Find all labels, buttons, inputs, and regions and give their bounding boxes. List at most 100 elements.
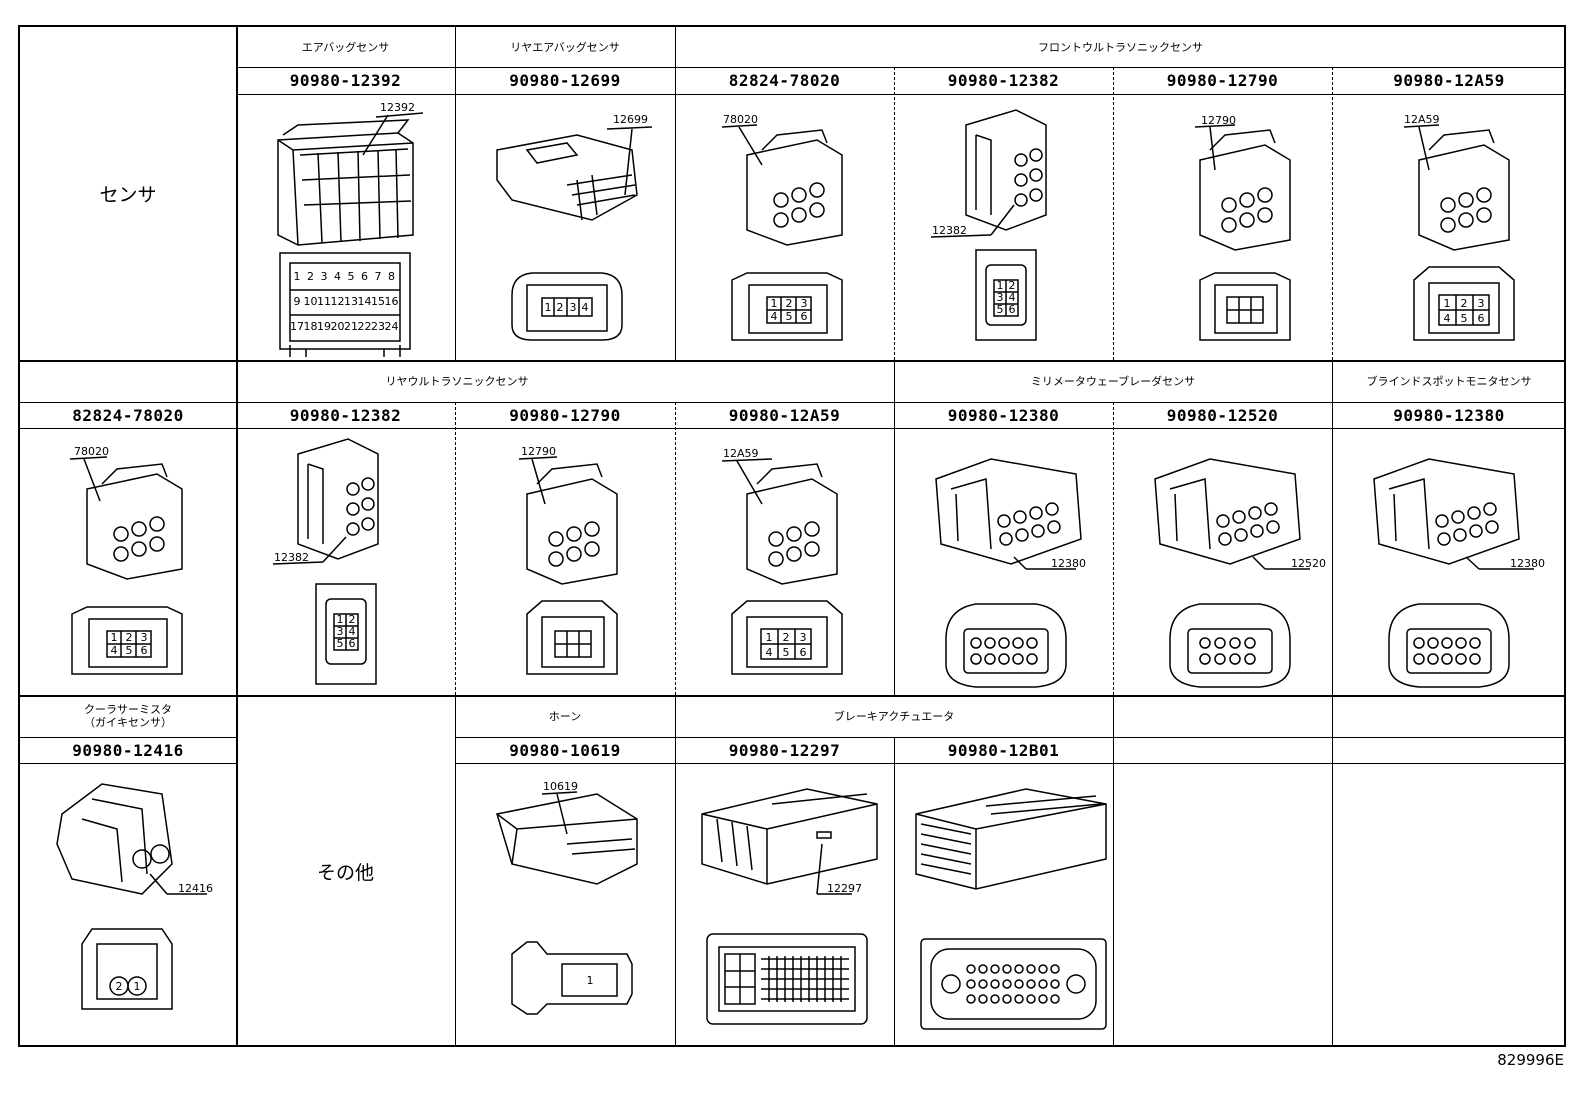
connector-drawing: 12380: [896, 429, 1112, 694]
pin-number: 3: [337, 625, 344, 638]
connector-drawing: 12382 1 2 3 4 5 6: [238, 429, 454, 694]
pin-number: 1: [111, 631, 118, 644]
part-number: 90980-12790: [1166, 71, 1279, 90]
callout-label: 12790: [521, 445, 556, 458]
callout-label: 12790: [1201, 114, 1236, 127]
callout-label: 10619: [543, 780, 578, 793]
group-label: ミリメータウェーブレーダセンサ: [1030, 374, 1196, 388]
pin-number: 4: [349, 625, 356, 638]
pin-number: 17: [290, 320, 304, 333]
group-label: リヤエアバッグセンサ: [510, 40, 620, 54]
pin-number: 1: [997, 279, 1004, 292]
pin-number: 2: [786, 297, 793, 310]
part-number: 82824-78020: [72, 405, 184, 425]
pin-number: 3: [800, 631, 807, 644]
pin-number: 9: [294, 295, 301, 308]
connector-drawing: 12380: [1334, 429, 1566, 694]
pin-number: 5: [786, 310, 793, 323]
grid-line: [455, 695, 456, 1047]
part-number: 90980-12382: [947, 71, 1060, 90]
pin-number: 6: [1478, 312, 1485, 325]
callout-label: 12380: [1510, 557, 1545, 570]
pin-number: 24: [385, 320, 399, 333]
grid-line: [455, 402, 456, 695]
group-label: リヤウルトラソニックセンサ: [385, 374, 529, 388]
connector-drawing: 12699 1 2 3 4: [457, 95, 673, 359]
pin-number: 1: [545, 301, 552, 314]
pin-number: 4: [766, 646, 773, 659]
callout-label: 12520: [1291, 557, 1326, 570]
pin-number: 15: [371, 295, 385, 308]
pin-number: 22: [358, 320, 372, 333]
pin-number: 5: [126, 644, 133, 657]
part-number: 90980-12380: [947, 405, 1060, 425]
pin-number: 11: [317, 295, 331, 308]
part-number: 90980-12A59: [1393, 71, 1505, 90]
connector-drawing: 78020 1 2 3 4 5 6: [677, 95, 893, 359]
pin-number: 1: [1444, 297, 1451, 310]
grid-line: [236, 27, 238, 1047]
pin-number: 14: [358, 295, 372, 308]
pin-number: 4: [111, 644, 118, 657]
group-label: ブラインドスポットモニタセンサ: [1366, 374, 1532, 388]
pin-number: 6: [1009, 303, 1016, 316]
part-number: 90980-12392: [289, 71, 402, 90]
pin-number: 6: [800, 646, 807, 659]
connector-drawing: 12A59 1 2 3 4 5 6: [1334, 95, 1566, 359]
pin-number: 4: [334, 270, 341, 283]
grid-line: [20, 360, 1566, 362]
category-label-sensor: センサ: [99, 184, 157, 206]
part-number: 90980-12B01: [947, 740, 1060, 760]
pin-number: 1: [337, 613, 344, 626]
pin-number: 2: [116, 980, 123, 993]
callout-label: 12392: [380, 101, 415, 114]
grid-line: [1113, 402, 1114, 695]
pin-number: 1: [294, 270, 301, 283]
pin-number: 2: [349, 613, 356, 626]
grid-line: [455, 737, 1566, 738]
pin-number: 1: [771, 297, 778, 310]
pin-number: 12: [331, 295, 345, 308]
callout-label: 12A59: [723, 447, 759, 460]
connector-drawing: 12416 2 1: [22, 764, 236, 1047]
connector-drawing: 12382 1 2 3 4 5 6: [896, 95, 1112, 359]
connector-drawing: 10619 1: [457, 764, 673, 1047]
pin-number: 8: [388, 270, 395, 283]
part-number: 90980-10619: [509, 740, 621, 760]
connector-drawing: 12297: [677, 764, 893, 1047]
grid-line: [894, 360, 895, 695]
pin-number: 2: [1461, 297, 1468, 310]
connector-diagram-sheet: センサ エアバッグセンサ リヤエアバッグセンサ フロントウルトラソニックセンサ …: [18, 25, 1566, 1047]
pin-number: 20: [331, 320, 345, 333]
pin-number: 4: [582, 301, 589, 314]
pin-number: 4: [1444, 312, 1451, 325]
pin-number: 16: [385, 295, 399, 308]
pin-number: 3: [141, 631, 148, 644]
connector-drawing: 12790: [1115, 95, 1331, 359]
pin-number: 10: [304, 295, 318, 308]
group-label-sub: （ガイキセンサ）: [84, 716, 172, 729]
pin-number: 1: [766, 631, 773, 644]
callout-label: 12297: [827, 882, 862, 895]
group-label: クーラサーミスタ: [84, 703, 172, 716]
grid-line: [20, 695, 1566, 697]
part-number: 90980-12699: [509, 71, 621, 90]
pin-number: 1: [134, 980, 141, 993]
pin-number: 3: [570, 301, 577, 314]
group-label: ホーン: [548, 709, 582, 723]
grid-line: [1332, 360, 1333, 695]
connector-drawing: 12A59 1 2 3 4 5 6: [677, 429, 893, 694]
part-number: 90980-12416: [72, 740, 184, 760]
connector-drawing: 12790: [457, 429, 673, 694]
pin-number: 2: [557, 301, 564, 314]
category-label-other: その他: [316, 861, 374, 884]
connector-drawing: [896, 764, 1112, 1047]
group-label: ブレーキアクチュエータ: [833, 709, 955, 723]
grid-line: [1332, 695, 1333, 1047]
pin-number: 2: [126, 631, 133, 644]
pin-number: 2: [783, 631, 790, 644]
pin-number: 7: [375, 270, 382, 283]
group-label: エアバッグセンサ: [301, 40, 390, 54]
callout-label: 12380: [1051, 557, 1086, 570]
